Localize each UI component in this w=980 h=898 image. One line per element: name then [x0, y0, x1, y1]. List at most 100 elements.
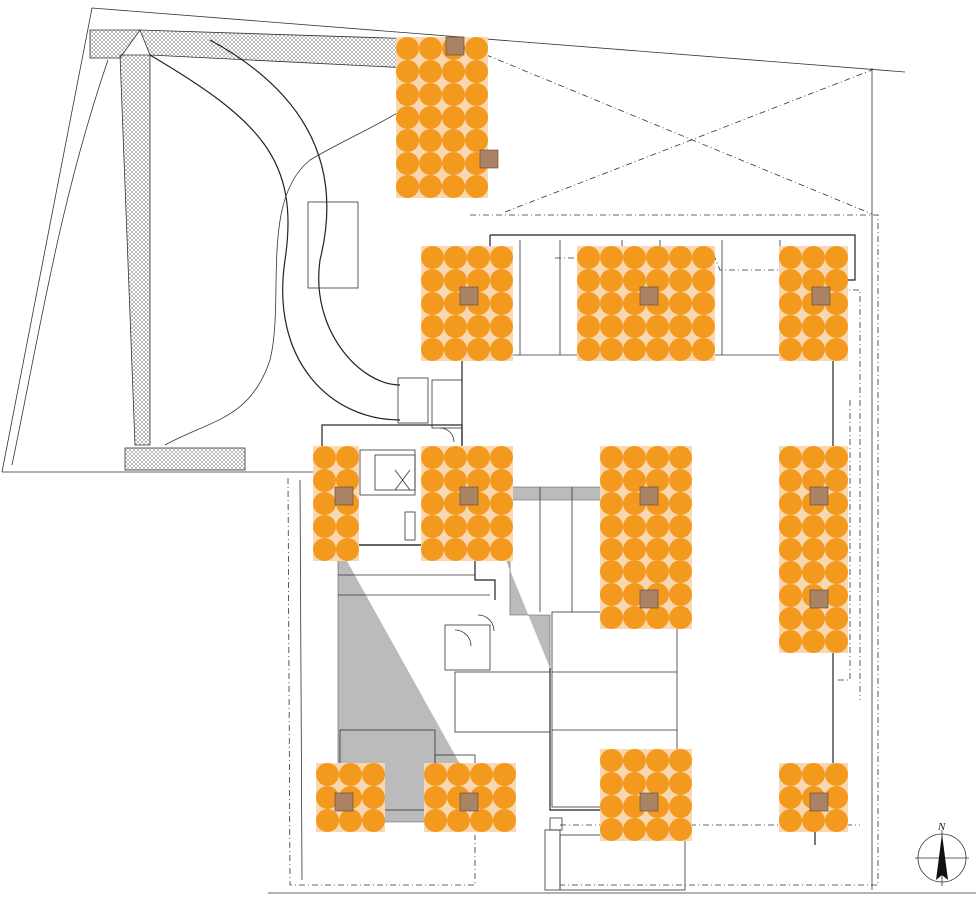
pile [825, 492, 848, 515]
pile [646, 606, 669, 629]
pile [623, 772, 646, 795]
pile [779, 786, 802, 809]
pile [467, 315, 490, 338]
pile [465, 175, 488, 198]
pile [396, 175, 419, 198]
pile [623, 560, 646, 583]
pile [646, 818, 669, 841]
pile [600, 583, 623, 606]
pile [669, 538, 692, 561]
pile [447, 763, 470, 786]
pile [421, 446, 444, 469]
pile [467, 515, 490, 538]
pile-cap [809, 792, 829, 812]
pile [646, 246, 669, 269]
pile [600, 469, 623, 492]
pile [669, 338, 692, 361]
pile-group-g13 [779, 763, 848, 832]
pile [669, 749, 692, 772]
pile [442, 83, 465, 106]
pile [802, 315, 825, 338]
pile [692, 292, 715, 315]
north-label: N [937, 821, 946, 833]
south-west-lot [287, 477, 476, 886]
pile-cap [479, 149, 499, 169]
pile-group-g2 [421, 246, 513, 361]
pile [600, 269, 623, 292]
pile-cap [334, 486, 354, 506]
pile-cap [809, 486, 829, 506]
pile [669, 492, 692, 515]
pile [646, 515, 669, 538]
pile [825, 561, 848, 584]
pile-cap [459, 792, 479, 812]
pile [336, 446, 359, 469]
pile [779, 446, 802, 469]
pile [419, 60, 442, 83]
pile-group-g1 [396, 36, 499, 198]
pile [825, 809, 848, 832]
west-wing [321, 261, 637, 831]
pile [490, 338, 513, 361]
pile [396, 129, 419, 152]
pile [490, 538, 513, 561]
pile [444, 515, 467, 538]
pile [424, 786, 447, 809]
pile [467, 538, 490, 561]
pile [421, 538, 444, 561]
pile [802, 469, 825, 492]
pile [396, 60, 419, 83]
pile [339, 763, 362, 786]
pile [362, 809, 385, 832]
pile [623, 446, 646, 469]
pile [646, 469, 669, 492]
pile [600, 606, 623, 629]
pile-group-g7 [600, 446, 692, 561]
pile [802, 538, 825, 561]
pile [623, 538, 646, 561]
pile [623, 606, 646, 629]
pile [493, 763, 516, 786]
pile [802, 809, 825, 832]
pile [421, 292, 444, 315]
pile [419, 152, 442, 175]
pile [396, 106, 419, 129]
pile [669, 606, 692, 629]
pile [467, 469, 490, 492]
pile [779, 292, 802, 315]
pile [669, 315, 692, 338]
pile [362, 786, 385, 809]
pile [339, 809, 362, 832]
pile [802, 269, 825, 292]
pile [467, 338, 490, 361]
pile [490, 446, 513, 469]
pile [577, 246, 600, 269]
pile [600, 795, 623, 818]
pile [419, 83, 442, 106]
pile [600, 315, 623, 338]
pile [825, 469, 848, 492]
pile [646, 338, 669, 361]
pile [600, 515, 623, 538]
pile [600, 818, 623, 841]
pile [444, 538, 467, 561]
site-boundary [1, 7, 976, 894]
pile [779, 338, 802, 361]
pile [669, 469, 692, 492]
pile-cap [445, 36, 465, 56]
pile [825, 338, 848, 361]
pile [600, 560, 623, 583]
pile [442, 106, 465, 129]
pile [442, 129, 465, 152]
pile [669, 795, 692, 818]
pile [623, 315, 646, 338]
pile [600, 492, 623, 515]
pile [779, 607, 802, 630]
pile [442, 175, 465, 198]
pile-group-g6 [421, 446, 513, 561]
pile [421, 338, 444, 361]
pile [313, 515, 336, 538]
pile [802, 763, 825, 786]
pile-cap [811, 286, 831, 306]
pile [442, 152, 465, 175]
